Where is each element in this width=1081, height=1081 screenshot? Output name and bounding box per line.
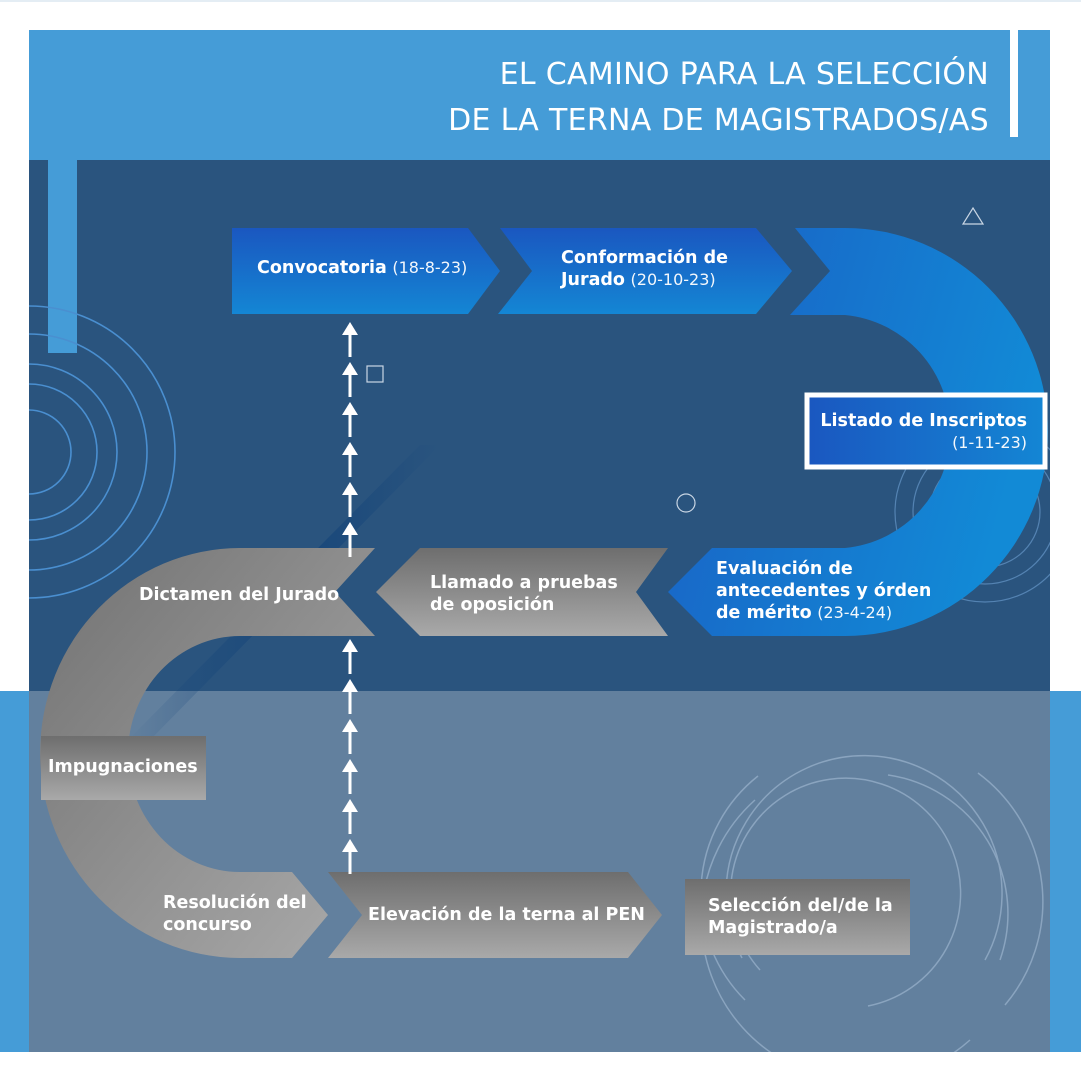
right-accent-strip: [1050, 691, 1081, 1052]
step-shape-impugnaciones[interactable]: [41, 736, 206, 800]
connector-arrows-upper: [342, 322, 358, 557]
step-convocatoria[interactable]: Convocatoria (18-8-23): [257, 257, 467, 279]
step-date: (23-4-24): [817, 603, 893, 622]
up-arrow-icon: [342, 759, 358, 794]
step-label: Convocatoria: [257, 258, 387, 278]
left-vertical-bar: [48, 160, 77, 353]
step-label-line1: Selección del/de la: [708, 896, 893, 916]
concentric-arcs-bottom-right: [700, 754, 1044, 1052]
step-label: Elevación de la terna al PEN: [368, 905, 645, 925]
header-band: [29, 30, 1050, 160]
step-label: Impugnaciones: [48, 757, 198, 777]
up-arrow-icon: [342, 679, 358, 714]
step-seleccion[interactable]: Selección del/de la Magistrado/a: [708, 895, 893, 939]
up-arrow-icon: [342, 482, 358, 517]
step-date: (20-10-23): [630, 270, 716, 289]
up-arrow-icon: [342, 522, 358, 557]
step-label-line2: antecedentes y órden: [716, 581, 932, 601]
step-date: (1-11-23): [952, 433, 1027, 452]
up-arrow-icon: [342, 362, 358, 397]
step-label-line1: Resolución del: [163, 893, 307, 913]
top-border-line: [0, 0, 1081, 2]
step-label: Listado de Inscriptos: [820, 411, 1027, 431]
step-listado-inscriptos[interactable]: Listado de Inscriptos (1-11-23): [820, 410, 1027, 454]
step-label-line3: de mérito: [716, 603, 812, 623]
step-label-line1: Conformación de: [561, 248, 728, 268]
connector-arrows-lower: [342, 639, 358, 874]
step-label-line1: Llamado a pruebas: [430, 573, 618, 593]
title-line-2: DE LA TERNA DE MAGISTRADOS/AS: [448, 103, 989, 138]
step-date: (18-8-23): [392, 258, 468, 277]
step-shape-seleccion[interactable]: [685, 879, 910, 955]
header-divider-line: [1010, 30, 1018, 137]
step-shape-conformacion[interactable]: [498, 228, 792, 314]
step-label-line1: Evaluación de: [716, 559, 853, 579]
step-impugnaciones[interactable]: Impugnaciones: [48, 756, 198, 778]
up-arrow-icon: [342, 799, 358, 834]
step-resolucion[interactable]: Resolución del concurso: [163, 892, 307, 936]
step-evaluacion[interactable]: Evaluación de antecedentes y órden de mé…: [716, 558, 931, 624]
step-label-line2: Magistrado/a: [708, 918, 838, 938]
page-title: EL CAMINO PARA LA SELECCIÓN DE LA TERNA …: [448, 52, 989, 144]
step-shape-elevacion[interactable]: [328, 872, 662, 958]
step-dictamen[interactable]: Dictamen del Jurado: [139, 584, 339, 606]
step-shape-gray-curve[interactable]: [40, 548, 375, 958]
step-shape-blue-curve[interactable]: [668, 228, 1048, 636]
step-shape-listado[interactable]: [804, 392, 1048, 470]
step-conformacion[interactable]: Conformación de Jurado (20-10-23): [561, 247, 728, 291]
title-line-1: EL CAMINO PARA LA SELECCIÓN: [499, 57, 989, 92]
step-label-line2: de oposición: [430, 595, 555, 615]
step-elevacion[interactable]: Elevación de la terna al PEN: [368, 904, 645, 926]
step-label-line2: Jurado: [561, 270, 625, 290]
up-arrow-icon: [342, 402, 358, 437]
left-accent-strip: [0, 691, 29, 1052]
up-arrow-icon: [342, 442, 358, 477]
step-shape-convocatoria[interactable]: [232, 228, 500, 314]
concentric-arcs-left: [29, 305, 176, 599]
up-arrow-icon: [342, 839, 358, 874]
up-arrow-icon: [342, 322, 358, 357]
triangle-outline-icon: [961, 206, 985, 225]
step-label: Dictamen del Jurado: [139, 585, 340, 605]
step-llamado[interactable]: Llamado a pruebas de oposición: [430, 572, 618, 616]
up-arrow-icon: [342, 639, 358, 674]
step-shape-llamado[interactable]: [376, 548, 668, 636]
circle-outline-icon: [676, 493, 696, 513]
up-arrow-icon: [342, 719, 358, 754]
square-outline-icon: [366, 365, 384, 383]
step-label-line2: concurso: [163, 915, 252, 935]
